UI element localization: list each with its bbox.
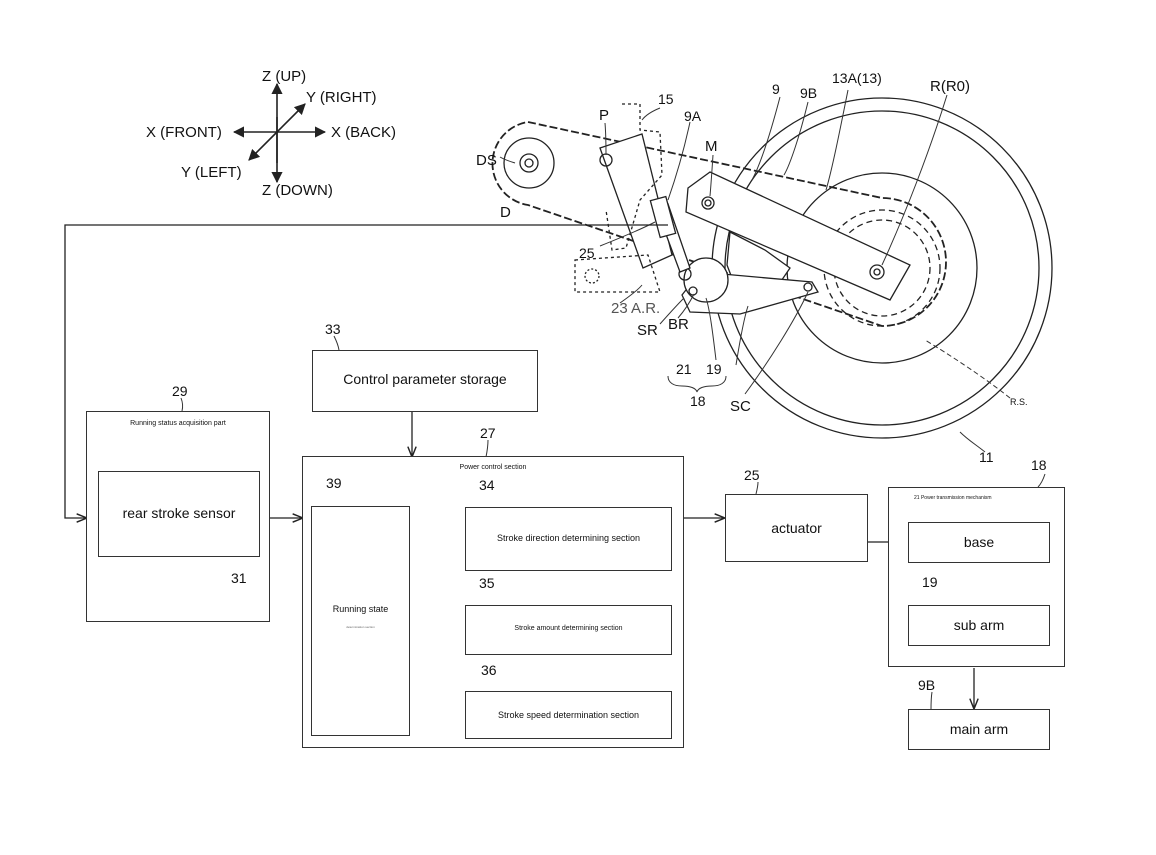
ref-35: 35 (479, 575, 495, 591)
label-sc: SC (730, 398, 751, 415)
sub-arm-block: sub arm (908, 605, 1050, 646)
rear-stroke-sensor-block: rear stroke sensor (98, 471, 260, 557)
label-br: BR (668, 316, 689, 333)
main-arm-label: main arm (949, 721, 1009, 737)
axis-y-left-label: Y (LEFT) (181, 164, 242, 181)
ref-19: 19 (922, 574, 938, 590)
power-transmission-label: 21 Power transmission mechanism (914, 495, 992, 501)
coordinate-axes (232, 82, 327, 184)
actuator-block: actuator (725, 494, 868, 562)
label-13a: 13A(13) (832, 70, 882, 86)
base-block: base (908, 522, 1050, 563)
ref-25: 25 (744, 467, 760, 483)
actuator-label: actuator (771, 520, 822, 536)
pivot-bracket (599, 133, 673, 269)
sub-arm-label: sub arm (953, 617, 1005, 633)
rear-stroke-sensor-label: rear stroke sensor (122, 505, 236, 521)
ref-31: 31 (231, 570, 247, 586)
main-arm-block: main arm (908, 709, 1050, 750)
axis-x-back-label: X (BACK) (331, 124, 397, 141)
running-state-determination-block: Running state determination section (311, 506, 410, 736)
label-ar: 23 A.R. (611, 300, 661, 317)
ref-9b: 9B (918, 677, 936, 693)
label-r-r0: R(R0) (930, 78, 970, 95)
label-15: 15 (658, 91, 674, 107)
base-label: base (963, 534, 995, 550)
power-control-section-label: Power control section (459, 464, 527, 471)
stroke-direction-block: Stroke direction determining section (465, 507, 672, 571)
ref-34: 34 (479, 477, 495, 493)
running-status-acquisition-block: Running status acquisition part rear str… (86, 411, 270, 622)
running-status-acquisition-label: Running status acquisition part (130, 420, 226, 427)
axis-x-front-label: X (FRONT) (146, 124, 222, 141)
label-sr: SR (637, 322, 658, 339)
label-m: M (705, 138, 718, 155)
control-parameter-storage-label: Control parameter storage (343, 371, 507, 387)
ref-27: 27 (480, 425, 496, 441)
label-11: 11 (979, 449, 994, 465)
label-25-mech: 25 (579, 245, 595, 261)
ref-29: 29 (172, 383, 188, 399)
stroke-amount-block: Stroke amount determining section (465, 605, 672, 655)
power-transmission-block: 21 Power transmission mechanism base sub… (888, 487, 1065, 667)
running-state-sublabel: determination section (346, 625, 375, 629)
drive-chain (491, 121, 947, 327)
label-21: 21 (676, 361, 692, 377)
label-p: P (599, 107, 610, 124)
stroke-speed-block: Stroke speed determination section (465, 691, 672, 739)
label-9: 9 (772, 81, 780, 97)
running-state-label: Running state (332, 604, 389, 614)
ref-18: 18 (1031, 457, 1047, 473)
rear-suspension-mechanism (491, 97, 1053, 439)
axis-y-right-label: Y (RIGHT) (306, 89, 377, 106)
label-9a: 9A (684, 108, 702, 124)
ref-39: 39 (326, 475, 342, 491)
label-ds: DS (476, 152, 497, 169)
drive-sprocket (503, 137, 555, 189)
label-19-mech: 19 (706, 361, 722, 377)
label-d: D (500, 204, 511, 221)
control-parameter-storage-block: Control parameter storage (312, 350, 538, 412)
ref-36: 36 (481, 662, 497, 678)
stroke-speed-label: Stroke speed determination section (497, 710, 640, 720)
swing-arm-main (685, 171, 911, 301)
stroke-direction-label: Stroke direction determining section (496, 533, 641, 543)
stroke-amount-label: Stroke amount determining section (514, 625, 623, 632)
label-18-mech: 18 (690, 393, 706, 409)
axis-z-down-label: Z (DOWN) (262, 182, 333, 199)
axis-z-up-label: Z (UP) (262, 68, 307, 85)
label-rs: R.S. (1010, 397, 1028, 407)
label-9b: 9B (800, 85, 818, 101)
ref-33: 33 (325, 321, 341, 337)
